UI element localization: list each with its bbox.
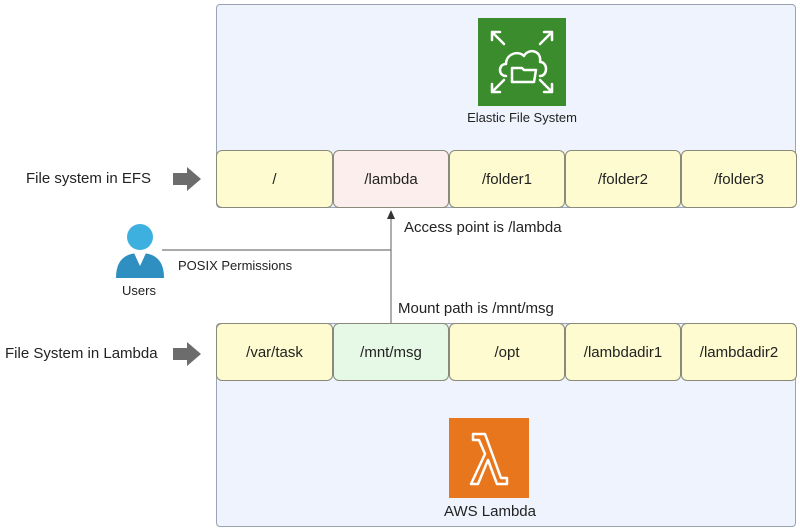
mount-path-label: Mount path is /mnt/msg: [398, 300, 554, 317]
efs-folder-label: /folder2: [597, 170, 649, 188]
lambda-folder-cell-mnt-msg[interactable]: /mnt/msg: [333, 323, 449, 381]
lambda-folder-cell[interactable]: /lambdadir1: [565, 323, 681, 381]
efs-row-label: File system in EFS: [26, 170, 152, 187]
lambda-folder-label: /lambdadir2: [699, 343, 779, 361]
efs-folder-label: /folder3: [713, 170, 765, 188]
efs-cloud-folder-icon: [478, 18, 566, 106]
lambda-folder-cell[interactable]: /opt: [449, 323, 565, 381]
efs-folder-label: /: [272, 170, 277, 188]
lambda-icon: [449, 418, 529, 498]
efs-folder-cell[interactable]: /folder2: [565, 150, 681, 208]
right-arrow-icon: [172, 166, 202, 197]
lambda-folder-cell[interactable]: /var/task: [216, 323, 333, 381]
efs-folder-cell-lambda[interactable]: /lambda: [333, 150, 449, 208]
efs-folder-cell[interactable]: /folder3: [681, 150, 797, 208]
lambda-service-label: AWS Lambda: [444, 503, 536, 520]
efs-service-label: Elastic File System: [467, 110, 577, 125]
efs-folder-cell[interactable]: /folder1: [449, 150, 565, 208]
efs-folder-label: /lambda: [364, 170, 418, 188]
user-icon: [113, 222, 167, 280]
lambda-folder-cell[interactable]: /lambdadir2: [681, 323, 797, 381]
lambda-folder-label: /var/task: [246, 343, 303, 361]
efs-folder-label: /folder1: [481, 170, 533, 188]
posix-permissions-label: POSIX Permissions: [178, 258, 293, 273]
efs-folder-cell[interactable]: /: [216, 150, 333, 208]
lambda-folder-label: /mnt/msg: [360, 343, 422, 361]
lambda-folder-label: /opt: [494, 343, 520, 361]
users-label: Users: [122, 283, 156, 298]
right-arrow-icon: [172, 341, 202, 372]
lambda-folder-label: /lambdadir1: [583, 343, 663, 361]
connector-arrowhead: [387, 210, 395, 219]
lambda-row-label: File System in Lambda: [5, 345, 158, 362]
access-point-label: Access point is /lambda: [404, 219, 562, 236]
